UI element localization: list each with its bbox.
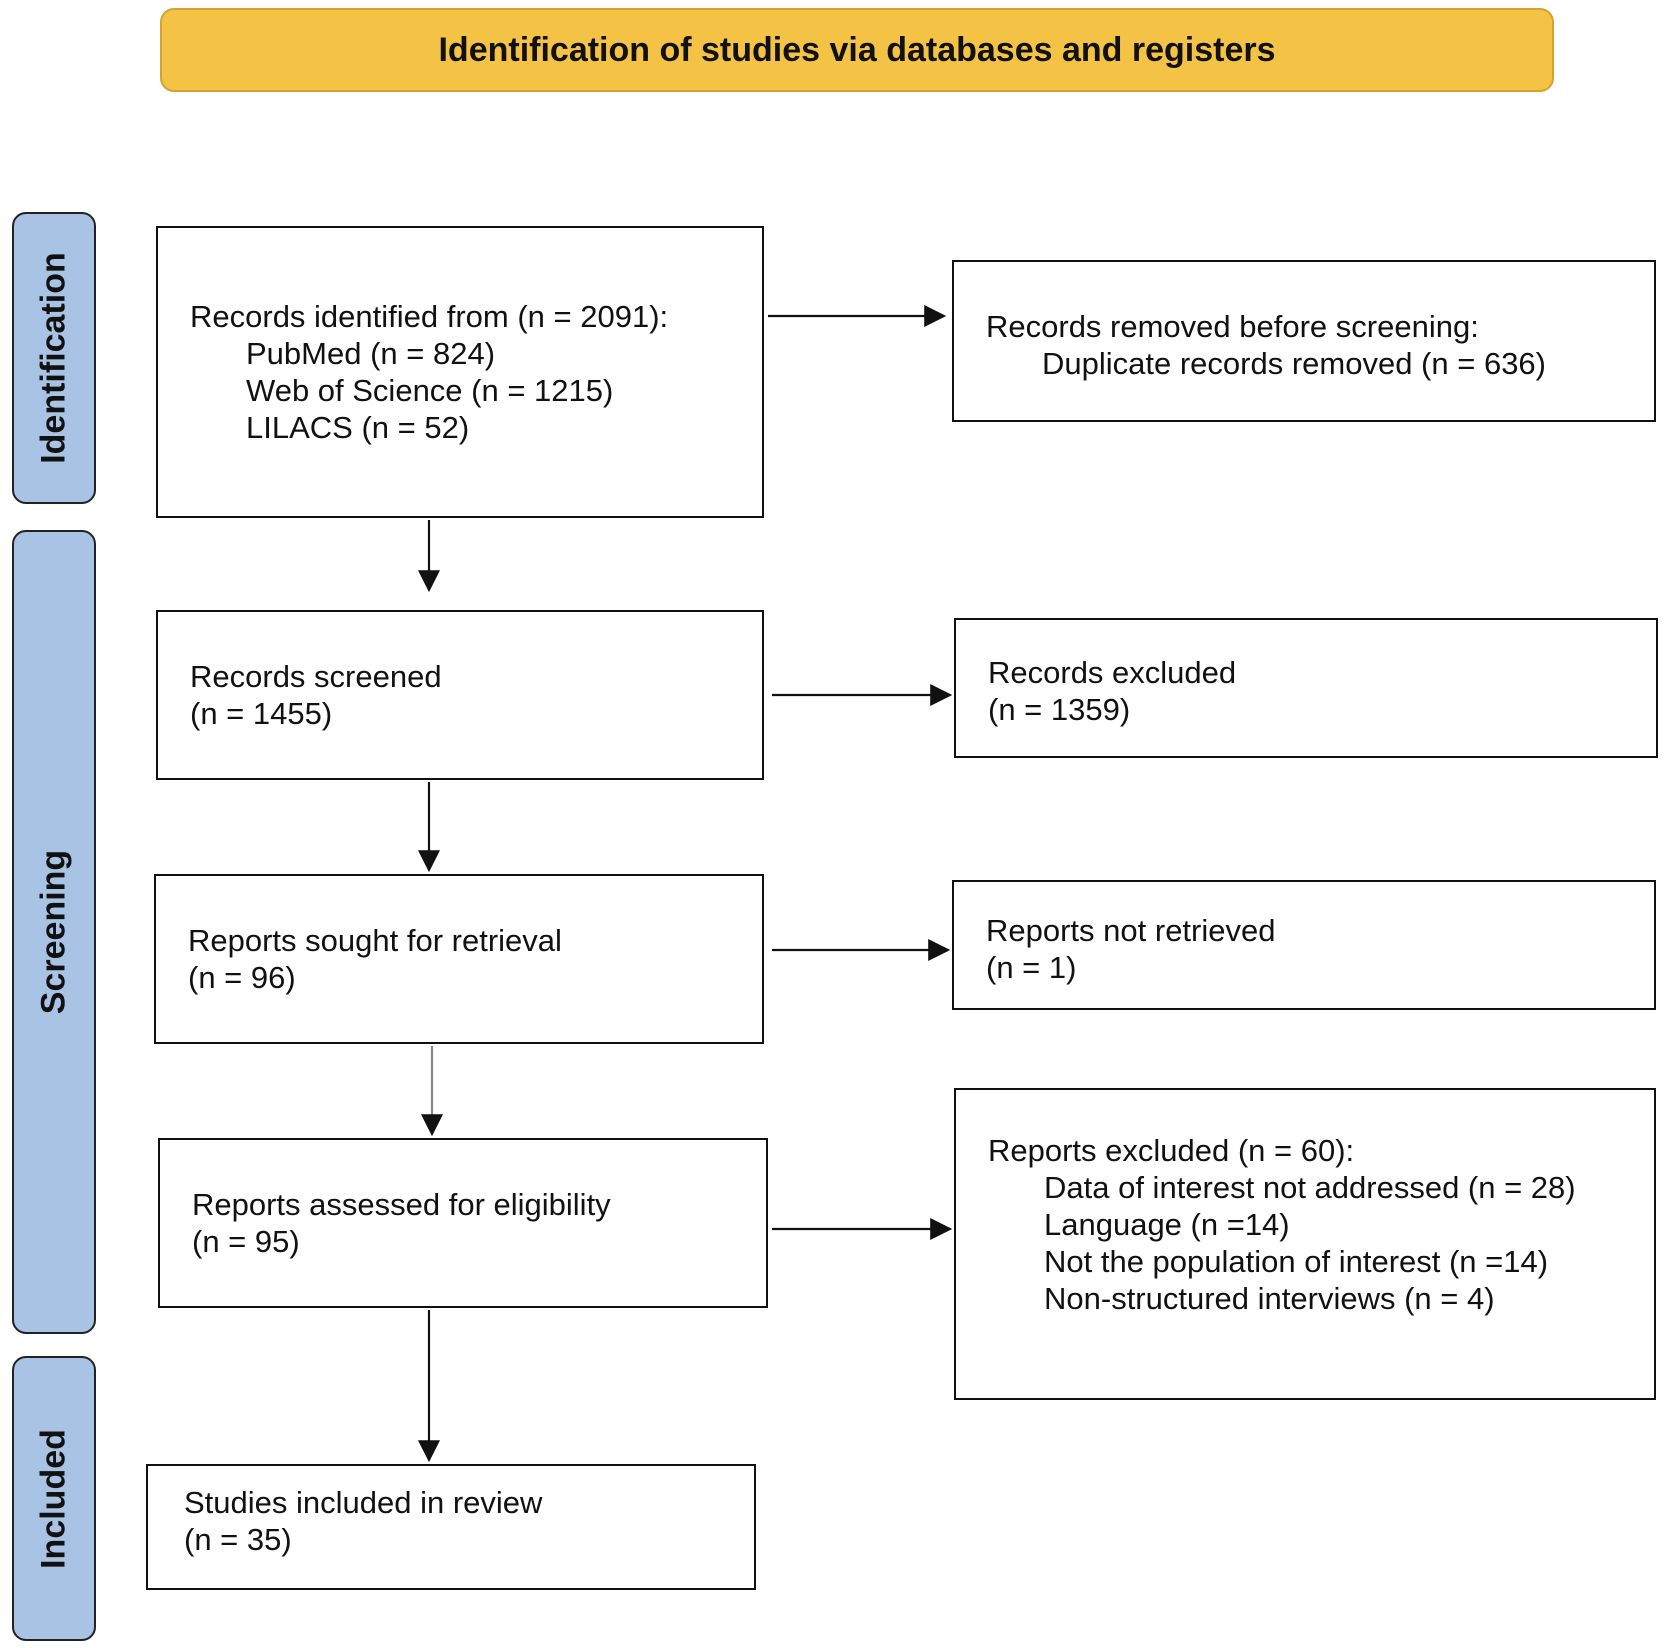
reports-not-retrieved-count: (n = 1): [986, 950, 1077, 985]
box-reports-excluded: Reports excluded (n = 60): Data of inter…: [954, 1088, 1656, 1400]
box-records-screened: Records screened (n = 1455): [156, 610, 764, 780]
box-studies-included: Studies included in review (n = 35): [146, 1464, 756, 1590]
reports-excluded-title: Reports excluded (n = 60):: [988, 1133, 1355, 1168]
phase-screening: Screening: [12, 530, 96, 1334]
reason-population: Not the population of interest (n =14): [1044, 1244, 1549, 1279]
reports-assessed-count: (n = 95): [192, 1224, 300, 1259]
records-identified-title: Records identified from (n = 2091):: [190, 299, 669, 334]
records-removed-title: Records removed before screening:: [986, 309, 1479, 344]
header-title: Identification of studies via databases …: [438, 30, 1276, 69]
reports-sought-title: Reports sought for retrieval: [188, 923, 562, 958]
source-pubmed: PubMed (n = 824): [246, 336, 496, 371]
box-records-identified: Records identified from (n = 2091): PubM…: [156, 226, 764, 518]
box-records-removed: Records removed before screening: Duplic…: [952, 260, 1656, 422]
reason-non-structured-interviews: Non-structured interviews (n = 4): [1044, 1281, 1495, 1316]
phase-included: Included: [12, 1356, 96, 1641]
duplicates-removed: Duplicate records removed (n = 636): [1042, 346, 1546, 381]
records-excluded-title: Records excluded: [988, 655, 1237, 690]
phase-identification: Identification: [12, 212, 96, 504]
reason-language: Language (n =14): [1044, 1207, 1290, 1242]
reports-sought-count: (n = 96): [188, 960, 296, 995]
reports-assessed-title: Reports assessed for eligibility: [192, 1187, 611, 1222]
header-banner: Identification of studies via databases …: [160, 8, 1554, 92]
source-lilacs: LILACS (n = 52): [246, 410, 470, 445]
records-excluded-count: (n = 1359): [988, 692, 1131, 727]
studies-included-count: (n = 35): [184, 1522, 292, 1557]
studies-included-title: Studies included in review: [184, 1485, 543, 1520]
source-web-of-science: Web of Science (n = 1215): [246, 373, 614, 408]
box-records-excluded: Records excluded (n = 1359): [954, 618, 1658, 758]
records-screened-title: Records screened: [190, 659, 442, 694]
box-reports-not-retrieved: Reports not retrieved (n = 1): [952, 880, 1656, 1010]
box-reports-assessed: Reports assessed for eligibility (n = 95…: [158, 1138, 768, 1308]
records-screened-count: (n = 1455): [190, 696, 333, 731]
reports-not-retrieved-title: Reports not retrieved: [986, 913, 1276, 948]
reason-data-not-addressed: Data of interest not addressed (n = 28): [1044, 1170, 1576, 1205]
box-reports-sought: Reports sought for retrieval (n = 96): [154, 874, 764, 1044]
